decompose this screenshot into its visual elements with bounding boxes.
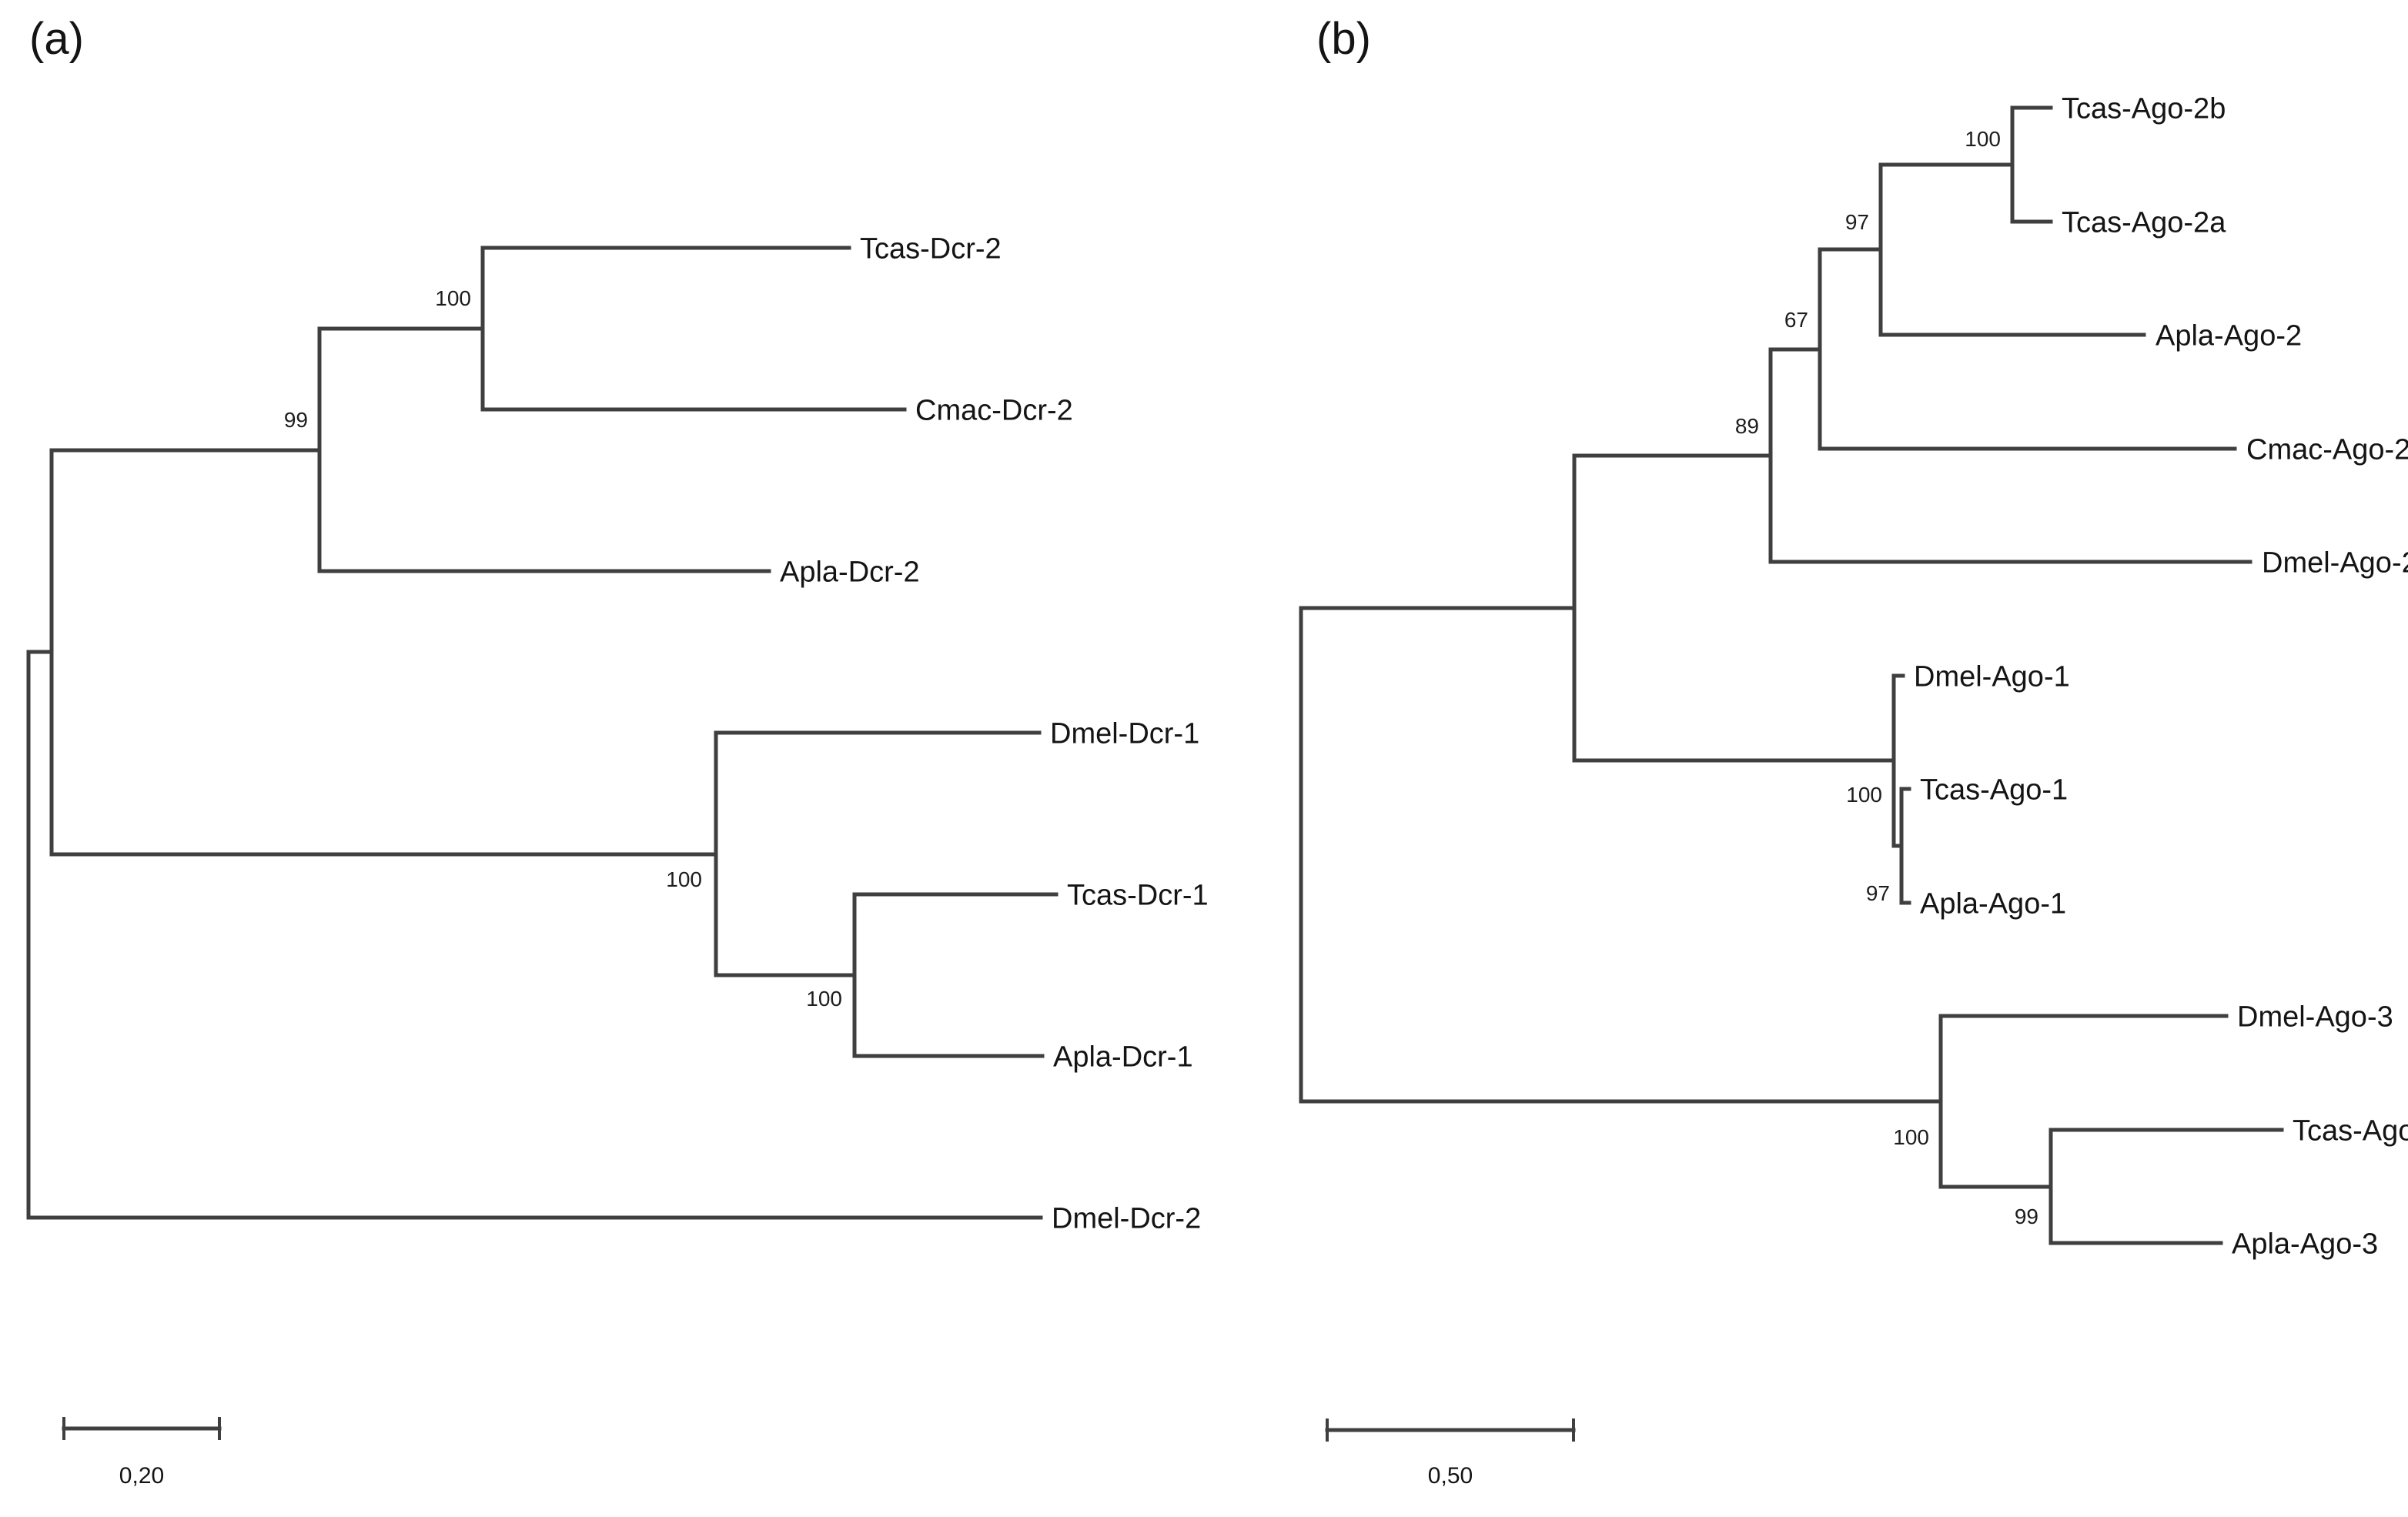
taxon-label: Dmel-Ago-3 — [2237, 1001, 2393, 1033]
taxon-label: Tcas-Ago-2a — [2062, 206, 2226, 239]
taxon-label: Dmel-Dcr-1 — [1050, 717, 1199, 750]
bootstrap-value: 100 — [435, 286, 471, 310]
bootstrap-value: 97 — [1845, 210, 1869, 234]
bootstrap-value: 100 — [666, 867, 702, 891]
taxon-label: Dmel-Ago-2 — [2262, 546, 2408, 579]
bootstrap-value: 97 — [1866, 881, 1890, 905]
taxon-label: Apla-Ago-1 — [1920, 887, 2066, 920]
taxon-label: Tcas-Ago-2b — [2062, 92, 2226, 125]
bootstrap-value: 100 — [1846, 783, 1882, 807]
bootstrap-value: 99 — [2015, 1205, 2038, 1228]
bootstrap-value: 100 — [1965, 127, 2001, 151]
bootstrap-value: 99 — [284, 408, 308, 432]
taxon-label: Apla-Ago-3 — [2232, 1228, 2378, 1260]
scale-bar-a: 0,20 — [62, 1417, 222, 1489]
tree-panel-b: Tcas-Ago-2bTcas-Ago-2aApla-Ago-2Cmac-Ago… — [1299, 92, 2408, 1489]
taxon-label: Cmac-Ago-2 — [2246, 433, 2408, 466]
taxon-label: Apla-Dcr-1 — [1053, 1041, 1193, 1073]
panel-label-b: (b) — [1316, 14, 1371, 64]
taxon-label: Dmel-Dcr-2 — [1052, 1202, 1201, 1235]
bootstrap-value: 100 — [1893, 1125, 1929, 1149]
bootstrap-value: 67 — [1784, 308, 1808, 332]
tree-panel-a: Tcas-Dcr-2Cmac-Dcr-2Apla-Dcr-2Dmel-Dcr-1… — [26, 232, 1209, 1489]
scale-bar-label: 0,50 — [1428, 1463, 1473, 1489]
scale-bar-b: 0,50 — [1325, 1418, 1576, 1489]
taxon-label: Apla-Ago-2 — [2155, 319, 2302, 352]
bootstrap-value: 100 — [806, 987, 842, 1011]
panel-label-a: (a) — [29, 14, 84, 64]
scale-bar-label: 0,20 — [119, 1463, 164, 1489]
bootstrap-value: 89 — [1735, 414, 1759, 438]
taxon-label: Dmel-Ago-1 — [1914, 660, 2070, 693]
taxon-label: Apla-Dcr-2 — [780, 556, 920, 588]
taxon-label: Tcas-Dcr-1 — [1067, 879, 1209, 911]
taxon-label: Tcas-Ago-1 — [1920, 774, 2068, 806]
taxon-label: Tcas-Dcr-2 — [860, 232, 1002, 265]
taxon-label: Tcas-Ago-3 — [2293, 1114, 2408, 1147]
taxon-label: Cmac-Dcr-2 — [915, 394, 1073, 426]
